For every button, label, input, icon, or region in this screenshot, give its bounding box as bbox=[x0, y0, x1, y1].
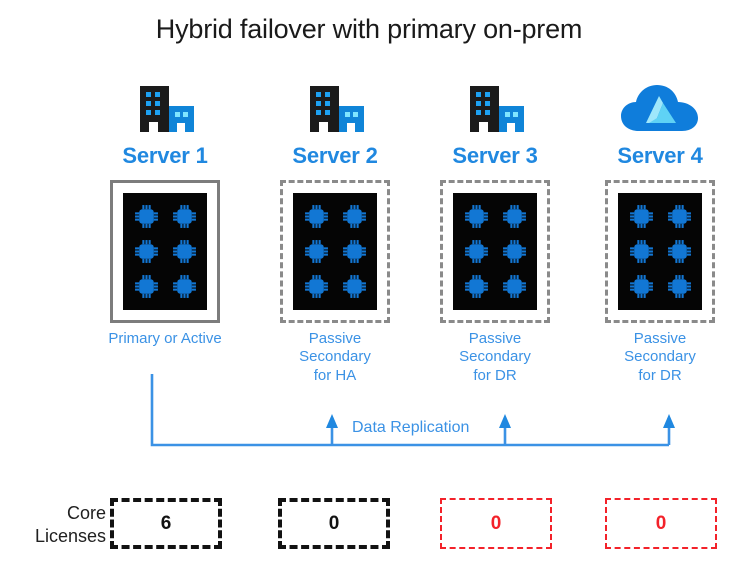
cpu-core-icon bbox=[134, 240, 158, 263]
server-name-3: Server 3 bbox=[452, 143, 538, 168]
core-panel-3 bbox=[453, 193, 537, 310]
server-role-4: Passive Secondary for DR bbox=[624, 330, 696, 384]
core-license-box-server-3[interactable]: 0 bbox=[440, 498, 552, 549]
cpu-core-icon bbox=[304, 205, 328, 228]
cpu-core-icon bbox=[172, 240, 196, 263]
cpu-core-icon bbox=[464, 240, 488, 263]
data-replication-label: Data Replication bbox=[352, 419, 470, 436]
replication-arrowhead-server3 bbox=[499, 414, 511, 428]
server-column-1[interactable]: Server 1 Primary or Active bbox=[85, 78, 245, 348]
cpu-core-icon bbox=[629, 205, 653, 228]
cpu-core-icon bbox=[667, 275, 691, 298]
core-licenses-label: Core Licenses bbox=[34, 503, 106, 546]
server-column-2[interactable]: Server 2 Passive Secondary for HA bbox=[255, 78, 415, 385]
server-chassis-2[interactable] bbox=[280, 180, 390, 323]
core-panel-4 bbox=[618, 193, 702, 310]
cpu-core-icon bbox=[342, 240, 366, 263]
cpu-core-icon bbox=[342, 275, 366, 298]
server-chassis-1[interactable] bbox=[110, 180, 220, 323]
core-license-box-server-2[interactable]: 0 bbox=[278, 498, 390, 549]
cpu-core-icon bbox=[502, 240, 526, 263]
server-column-4[interactable]: Server 4 Passive Secondary for DR bbox=[580, 78, 738, 385]
cpu-core-icon bbox=[667, 205, 691, 228]
page-title: Hybrid failover with primary on-prem bbox=[155, 14, 583, 44]
on-prem-building-icon bbox=[85, 78, 245, 134]
azure-cloud-icon bbox=[580, 78, 738, 134]
cpu-core-icon bbox=[629, 240, 653, 263]
cpu-core-icon bbox=[629, 275, 653, 298]
server-role-3: Passive Secondary for DR bbox=[459, 330, 531, 384]
server-name-4: Server 4 bbox=[617, 143, 703, 168]
cpu-core-icon bbox=[304, 275, 328, 298]
on-prem-building-icon bbox=[255, 78, 415, 134]
cpu-core-icon bbox=[502, 275, 526, 298]
cpu-core-icon bbox=[464, 275, 488, 298]
core-panel-2 bbox=[293, 193, 377, 310]
cpu-core-icon bbox=[172, 275, 196, 298]
cpu-core-icon bbox=[304, 240, 328, 263]
cpu-core-icon bbox=[464, 205, 488, 228]
core-license-box-server-1[interactable]: 6 bbox=[110, 498, 222, 549]
replication-arrowhead-server2 bbox=[326, 414, 338, 428]
core-license-box-server-4[interactable]: 0 bbox=[605, 498, 717, 549]
cpu-core-icon bbox=[134, 275, 158, 298]
replication-arrowhead-server4 bbox=[663, 414, 675, 428]
cpu-core-icon bbox=[502, 205, 526, 228]
cpu-core-icon bbox=[134, 205, 158, 228]
cpu-core-icon bbox=[172, 205, 196, 228]
on-prem-building-icon bbox=[415, 78, 575, 134]
server-chassis-3[interactable] bbox=[440, 180, 550, 323]
cpu-core-icon bbox=[667, 240, 691, 263]
cpu-core-icon bbox=[342, 205, 366, 228]
server-role-2: Passive Secondary for HA bbox=[299, 330, 371, 384]
server-role-1: Primary or Active bbox=[108, 330, 222, 347]
server-column-3[interactable]: Server 3 Passive Secondary for DR bbox=[415, 78, 575, 385]
core-panel-1 bbox=[123, 193, 207, 310]
server-name-2: Server 2 bbox=[292, 143, 378, 168]
server-name-1: Server 1 bbox=[122, 143, 208, 168]
server-chassis-4[interactable] bbox=[605, 180, 715, 323]
